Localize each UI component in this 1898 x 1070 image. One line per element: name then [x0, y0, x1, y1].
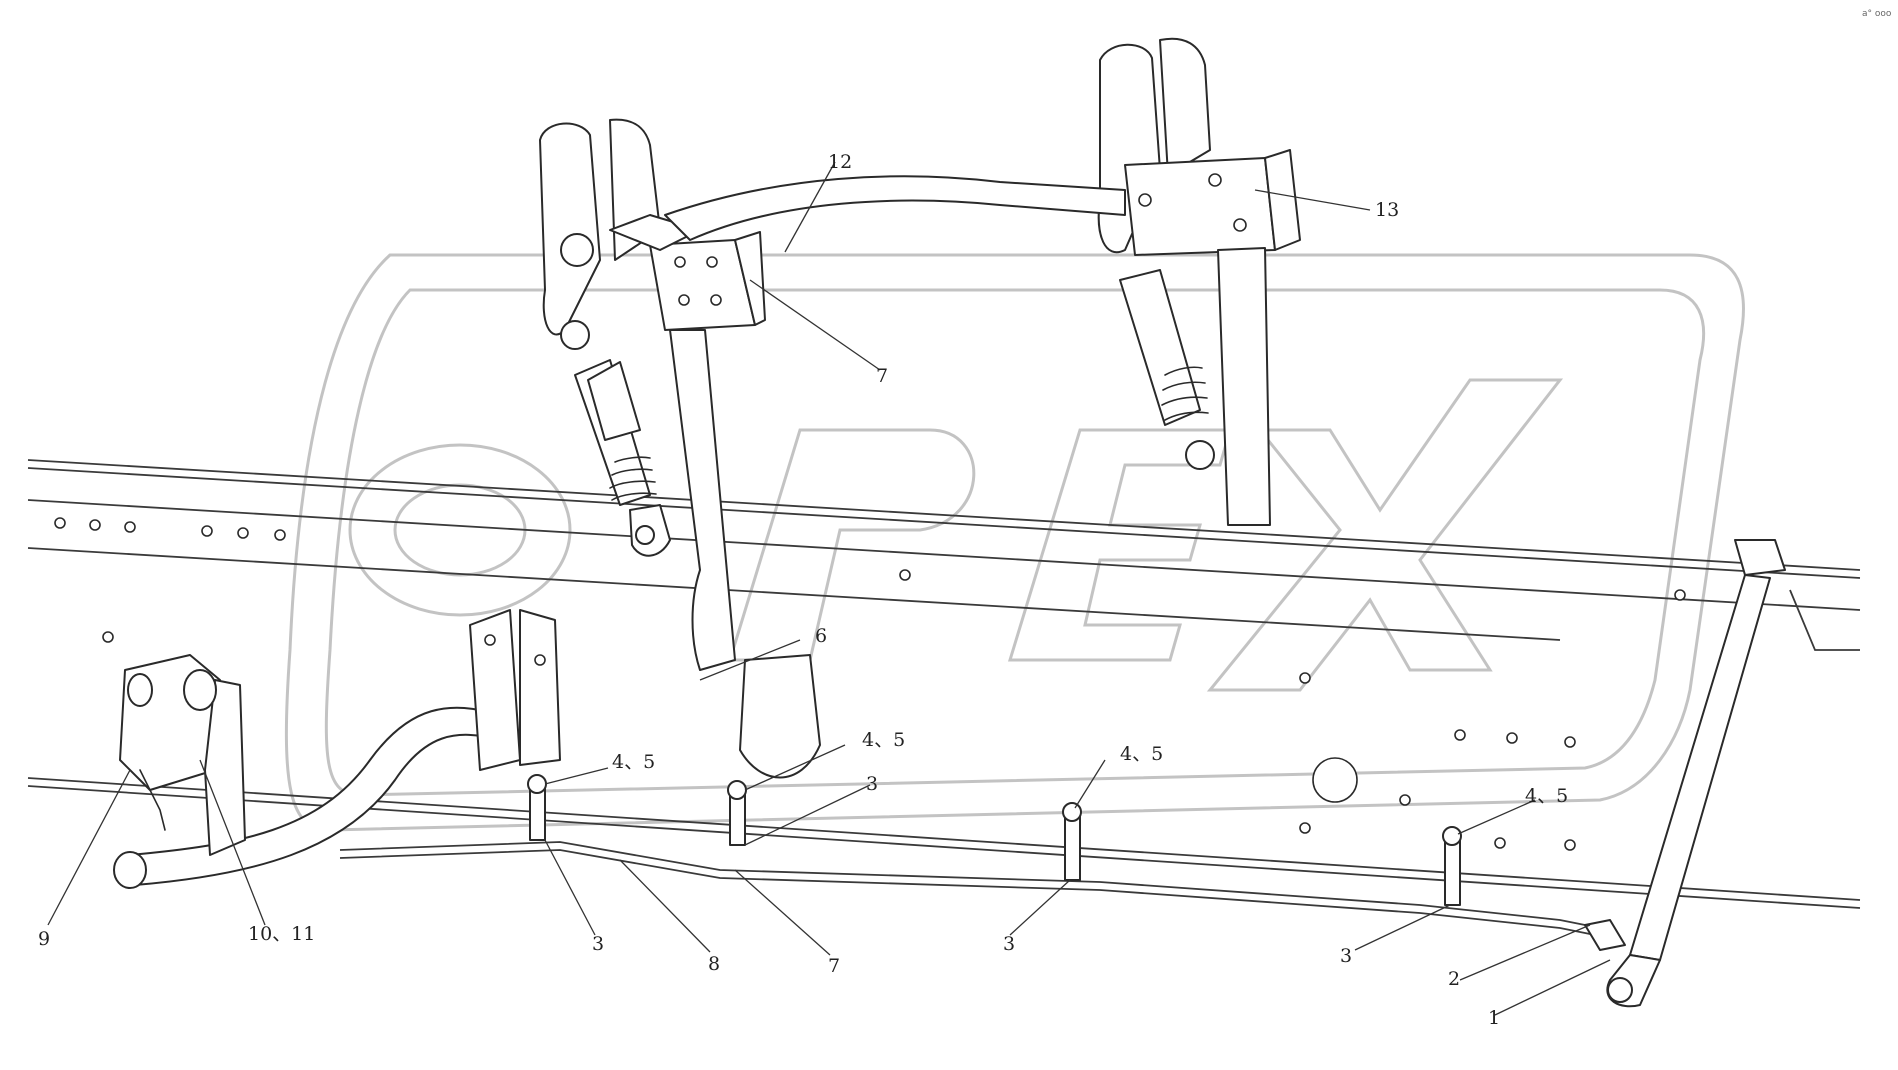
callout-12: 12: [828, 151, 852, 173]
right-shock-absorber: [1097, 37, 1215, 470]
callout-2: 2: [1448, 968, 1460, 990]
callout-8: 8: [708, 953, 720, 975]
rail-holes: [54, 517, 1686, 851]
vertical-arm: [669, 329, 821, 779]
hose-clips: [527, 774, 1462, 906]
right-upper-bracket: [1124, 149, 1301, 526]
leader-lines: [47, 161, 1611, 1016]
callout-7-upper: 7: [876, 365, 888, 387]
callout-9: 9: [38, 928, 50, 950]
callout-4-5-c: 4、5: [1120, 743, 1163, 765]
cross-tube: [664, 175, 1126, 241]
callout-10-11: 10、11: [248, 923, 315, 945]
callout-13: 13: [1375, 199, 1399, 221]
hose-line: [339, 841, 1611, 939]
stabilizer-bar: [113, 609, 561, 889]
callout-4-5-d: 4、5: [1525, 785, 1568, 807]
callout-7-lower: 7: [828, 955, 840, 977]
callout-3-d: 3: [1340, 945, 1352, 967]
callout-4-5-a: 4、5: [612, 751, 655, 773]
callout-labels: 12 13 7 6 4、5 4、5 4、5 4、5 3 3 3 3 9 10、1…: [38, 9, 1892, 1029]
callout-3-a: 3: [866, 773, 878, 795]
tilt-cylinder: [1584, 539, 1786, 1008]
callout-4-5-b: 4、5: [862, 729, 905, 751]
left-shock-absorber: [539, 118, 671, 557]
callout-1: 1: [1488, 1007, 1500, 1029]
callout-3-c: 3: [1003, 933, 1015, 955]
hinge-bracket: [119, 654, 246, 856]
callout-6: 6: [815, 625, 827, 647]
callout-3-b: 3: [592, 933, 604, 955]
corner-mark: a° ooo: [1862, 9, 1892, 19]
